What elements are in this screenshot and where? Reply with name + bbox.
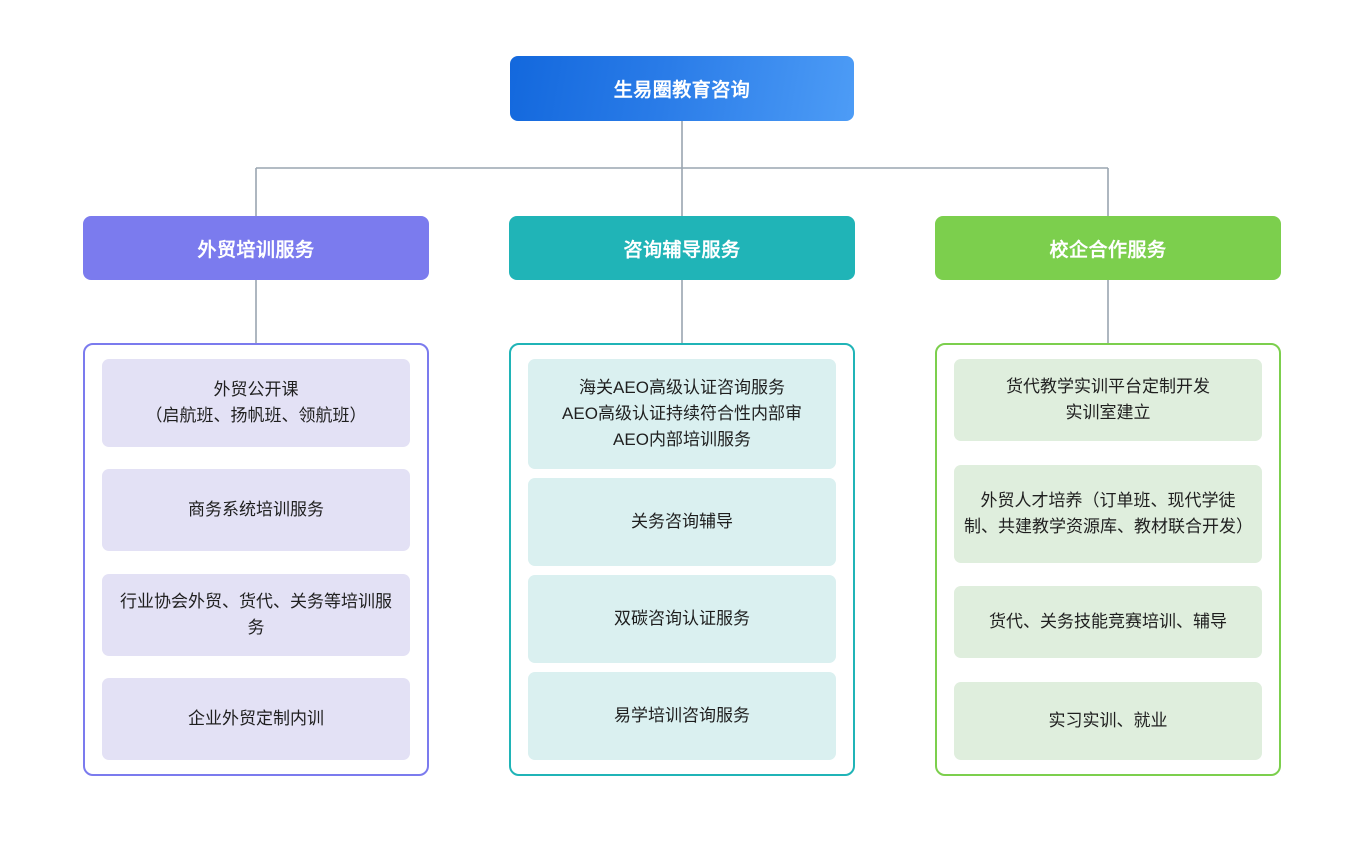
- leaf-item[interactable]: 双碳咨询认证服务: [528, 575, 836, 663]
- leaf-item[interactable]: 商务系统培训服务: [102, 469, 410, 552]
- column-header-xiaoqi-hezuo[interactable]: 校企合作服务: [935, 216, 1281, 280]
- branch-column-waimao-peixun: 外贸培训服务 外贸公开课 （启航班、扬帆班、领航班） 商务系统培训服务 行业协会…: [83, 216, 429, 776]
- leaf-item[interactable]: 海关AEO高级认证咨询服务 AEO高级认证持续符合性内部审 AEO内部培训服务: [528, 359, 836, 469]
- leaf-item[interactable]: 易学培训咨询服务: [528, 672, 836, 760]
- column-body: 外贸公开课 （启航班、扬帆班、领航班） 商务系统培训服务 行业协会外贸、货代、关…: [83, 343, 429, 776]
- column-header-label: 咨询辅导服务: [623, 239, 741, 261]
- leaf-item[interactable]: 货代教学实训平台定制开发 实训室建立: [954, 359, 1262, 441]
- column-header-label: 外贸培训服务: [197, 239, 315, 261]
- column-header-waimao-peixun[interactable]: 外贸培训服务: [83, 216, 429, 280]
- leaf-item[interactable]: 实习实训、就业: [954, 681, 1262, 760]
- leaf-item[interactable]: 外贸公开课 （启航班、扬帆班、领航班）: [102, 359, 410, 447]
- column-body: 海关AEO高级认证咨询服务 AEO高级认证持续符合性内部审 AEO内部培训服务 …: [509, 343, 855, 776]
- leaf-item[interactable]: 货代、关务技能竞赛培训、辅导: [954, 586, 1262, 659]
- leaf-item[interactable]: 关务咨询辅导: [528, 478, 836, 566]
- column-header-zixun-fudao[interactable]: 咨询辅导服务: [509, 216, 855, 280]
- leaf-item[interactable]: 企业外贸定制内训: [102, 677, 410, 760]
- leaf-item[interactable]: 外贸人才培养（订单班、现代学徒制、共建教学资源库、教材联合开发）: [954, 464, 1262, 563]
- column-header-label: 校企合作服务: [1049, 239, 1167, 261]
- branch-column-xiaoqi-hezuo: 校企合作服务 货代教学实训平台定制开发 实训室建立 外贸人才培养（订单班、现代学…: [935, 216, 1281, 776]
- column-body: 货代教学实训平台定制开发 实训室建立 外贸人才培养（订单班、现代学徒制、共建教学…: [935, 343, 1281, 776]
- leaf-item[interactable]: 行业协会外贸、货代、关务等培训服务: [102, 573, 410, 656]
- root-node-label: 生易圈教育咨询: [613, 80, 751, 101]
- branch-column-zixun-fudao: 咨询辅导服务 海关AEO高级认证咨询服务 AEO高级认证持续符合性内部审 AEO…: [509, 216, 855, 776]
- root-node[interactable]: 生易圈教育咨询: [510, 56, 854, 121]
